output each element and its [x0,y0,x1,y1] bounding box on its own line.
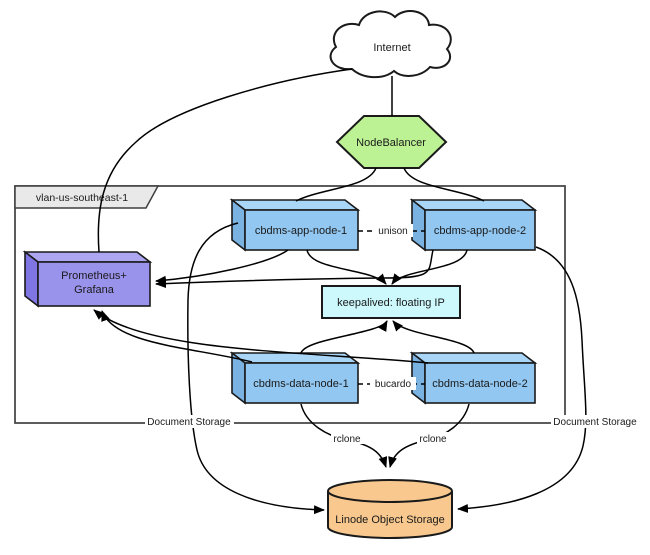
edge-data-node-1-keepalived [300,320,388,354]
prometheus-label-line2: Grafana [74,284,115,296]
document-storage-left-label-bg [145,415,234,428]
app-node-2-label: cbdms-app-node-2 [434,225,526,237]
rclone-left-label-bg [331,432,364,444]
rclone-left-label: rclone [333,434,361,445]
data-node-2-top-face [409,352,538,364]
edge-labels: unison bucardo Document Storage Document… [145,224,640,445]
rclone-right-label: rclone [419,434,447,445]
prometheus-side-face [24,250,39,308]
rclone-right-label-bg [417,432,450,444]
edge-nodebalancer-app-node-1 [295,167,377,202]
document-storage-right-label-bg [551,415,640,428]
keepalived-node: keepalived: floating IP [321,285,461,319]
edge-app-node-2-object-storage [457,246,587,513]
app-node-2-side-face [411,198,426,252]
data-node-2-front-face [424,362,536,404]
nodebalancer-label: NodeBalancer [356,137,426,149]
unison-label: unison [378,226,407,237]
edge-prometheus-internet [97,68,353,253]
keepalived-box [321,285,461,319]
app-node-2-top-face [409,199,538,211]
data-node-1-label: cbdms-data-node-1 [253,378,348,390]
app-node-1: cbdms-app-node-1 [229,198,361,252]
bucardo-label: bucardo [375,379,412,390]
vlan-border [14,185,566,424]
prometheus-label-line1: Prometheus+ [61,270,127,282]
vlan-label: vlan-us-southeast-1 [36,192,128,204]
document-storage-left-label: Document Storage [147,417,231,428]
app-node-1-front-face [244,209,359,251]
object-storage-label: Linode Object Storage [335,514,444,526]
prometheus-grafana-node: Prometheus+ Grafana [22,250,153,308]
internet-node: Internet [329,10,452,79]
edges [93,68,587,515]
app-node-1-top-face [229,199,361,211]
edge-app-node-2-keepalived [391,249,468,285]
nodebalancer-node: NodeBalancer [335,115,448,169]
unison-label-bg [373,224,413,237]
app-node-2-front-face [424,209,536,251]
edge-app-node-2-prometheus [155,249,434,289]
vlan-tab [14,185,160,209]
edge-data-node-2-prometheus [93,309,429,364]
bucardo-label-bg [370,377,416,390]
data-node-2-label: cbdms-data-node-2 [432,378,527,390]
app-node-1-label: cbdms-app-node-1 [255,225,347,237]
edge-app-node-1-object-storage [187,222,325,515]
prometheus-front-face [37,261,151,307]
app-node-1-side-face [231,198,246,252]
object-storage-cylinder-top [327,479,453,503]
prometheus-top-face [22,251,153,263]
app-node-2: cbdms-app-node-2 [409,198,538,252]
nodebalancer-hexagon [335,115,448,169]
internet-label: Internet [373,42,410,54]
edge-nodebalancer-app-node-2 [403,167,485,202]
document-storage-right-label: Document Storage [553,417,637,428]
edge-data-node-2-keepalived [392,320,475,354]
data-node-1: cbdms-data-node-1 [229,351,361,405]
data-node-1-front-face [244,362,359,404]
edge-app-node-1-keepalived [306,249,387,285]
object-storage-cylinder-body [327,491,453,539]
object-storage-node: Linode Object Storage [327,479,453,539]
vlan-cluster: vlan-us-southeast-1 [14,185,566,424]
internet-cloud-icon [329,10,452,79]
edge-app-node-1-prometheus [155,249,289,285]
data-node-2: cbdms-data-node-2 [409,351,538,405]
edge-data-node-1-prometheus [101,310,253,363]
keepalived-label: keepalived: floating IP [337,297,445,309]
